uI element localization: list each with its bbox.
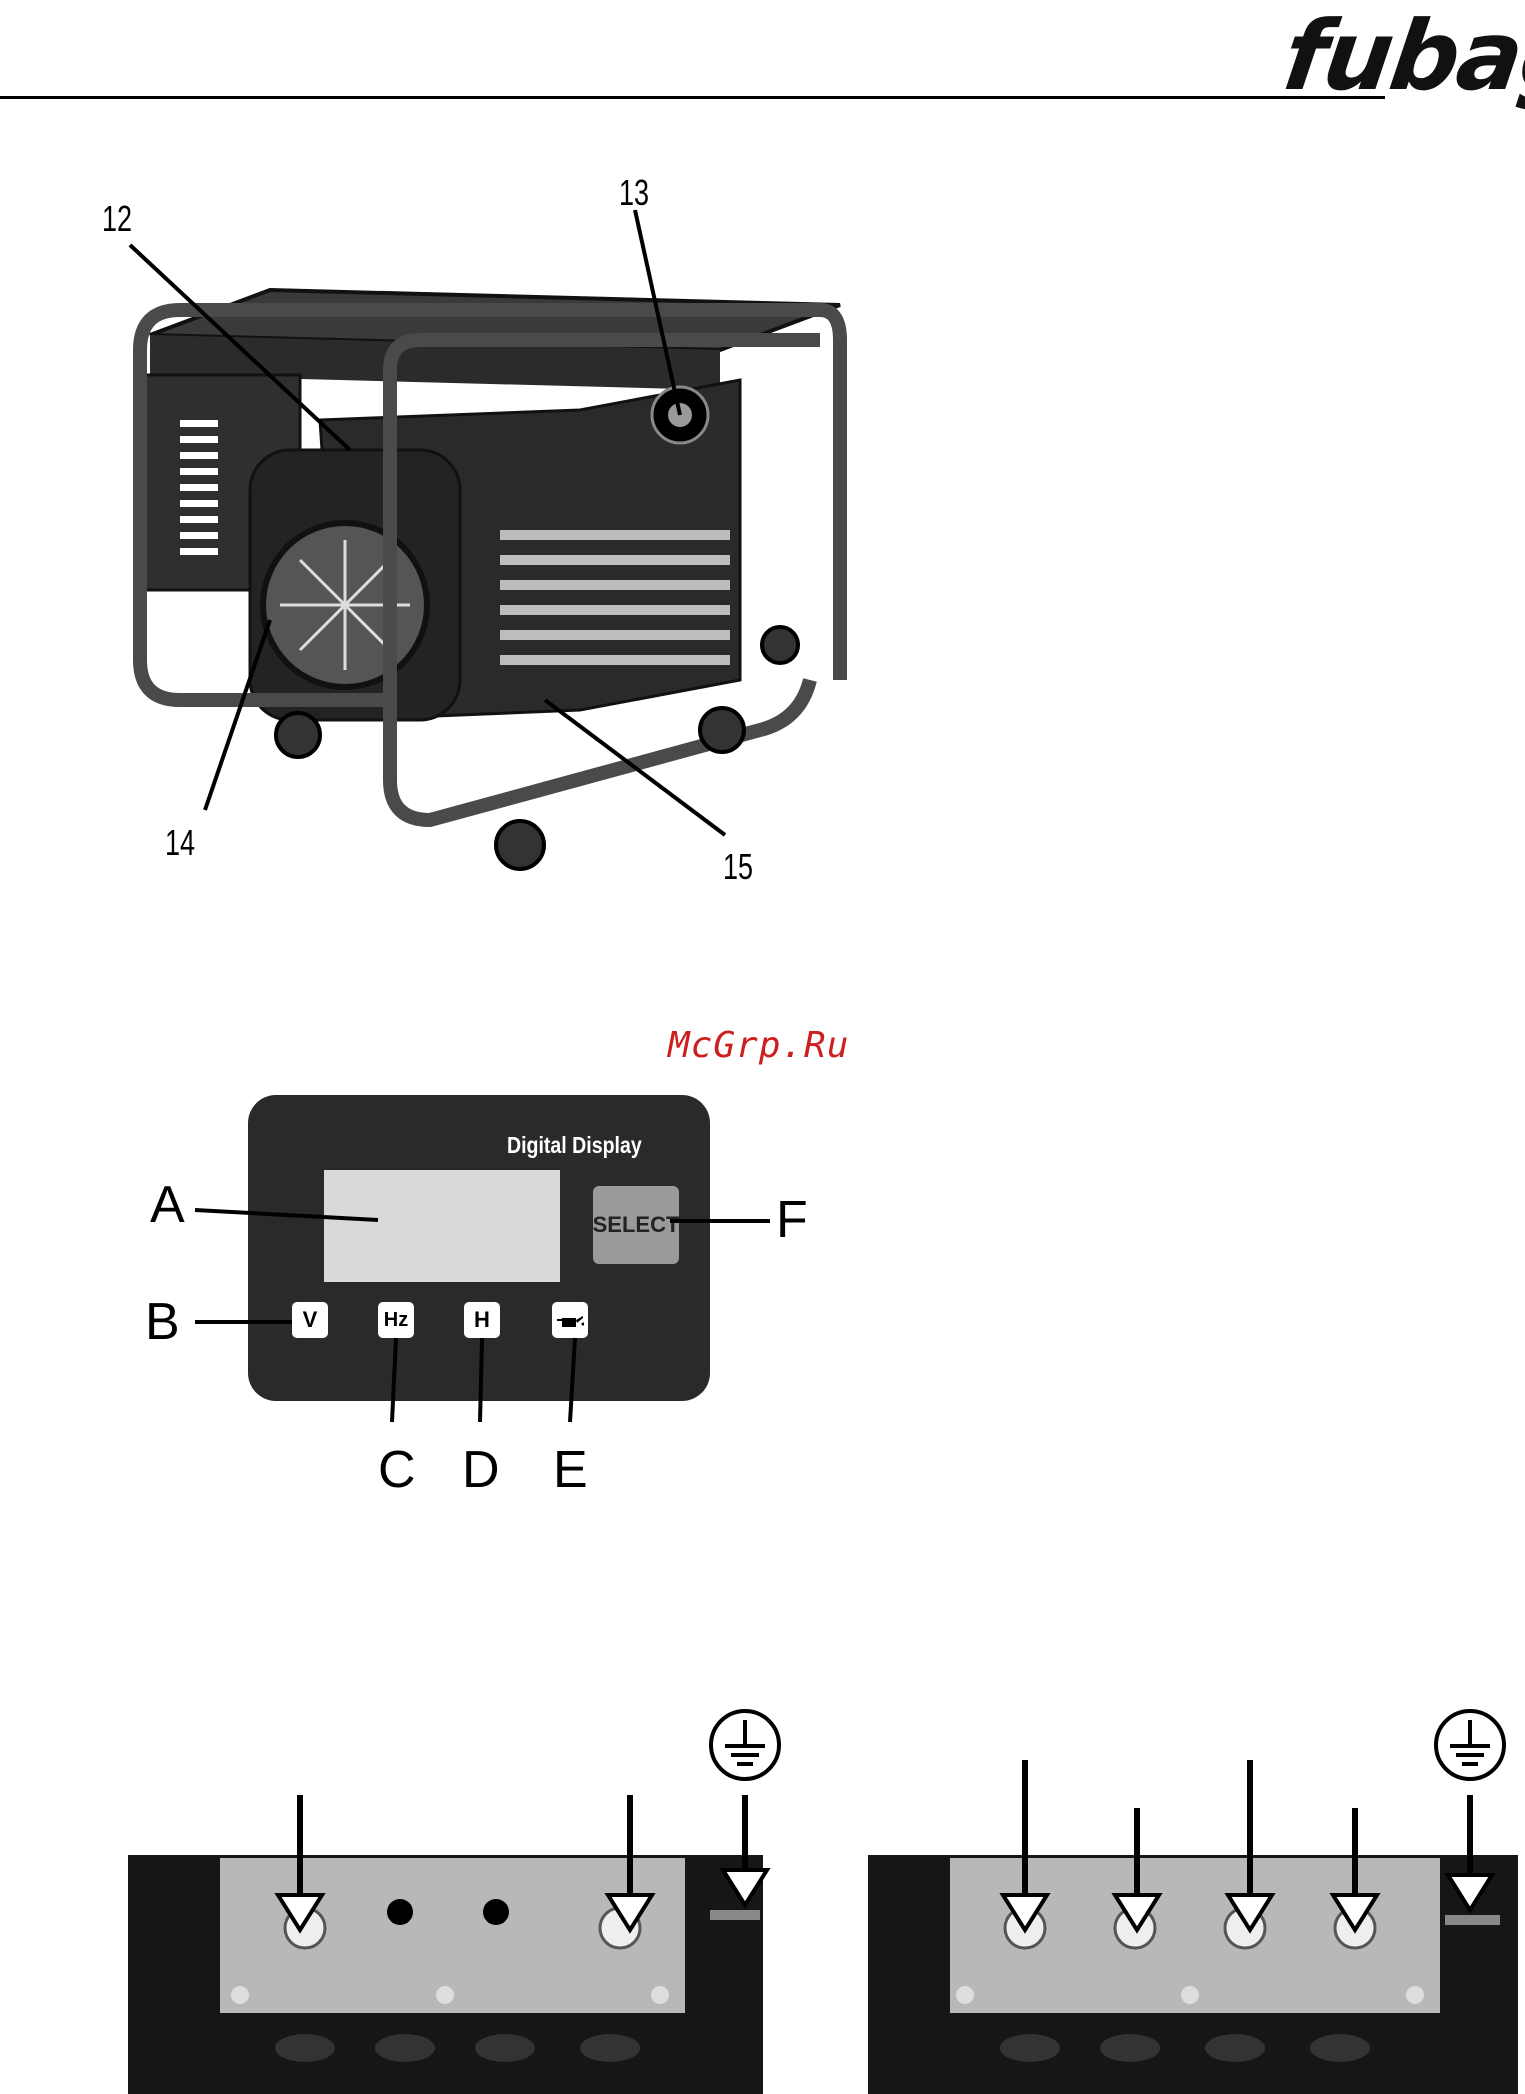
callout-13: 13 [619,172,649,214]
callout-14: 14 [165,822,195,864]
header-rule [0,96,1385,99]
leader-14 [205,620,270,810]
label-b: B [145,1292,180,1352]
generator-figure [120,160,880,920]
panel-title: Digital Display [507,1132,642,1159]
label-d: D [462,1440,500,1500]
ground-symbol-icon [711,1711,779,1779]
display-leaders [0,1180,820,1480]
callout-15: 15 [723,846,753,888]
label-f: F [776,1190,808,1250]
label-a: A [150,1175,185,1235]
label-e: E [553,1440,588,1500]
ground-symbol-icon [1436,1711,1504,1779]
watermark: McGrp.Ru [668,1025,849,1066]
generator-illustration [140,290,840,869]
label-c: C [378,1440,416,1500]
callout-12: 12 [102,198,132,240]
leader-15 [545,700,725,835]
terminal-figures [0,1700,1525,2094]
